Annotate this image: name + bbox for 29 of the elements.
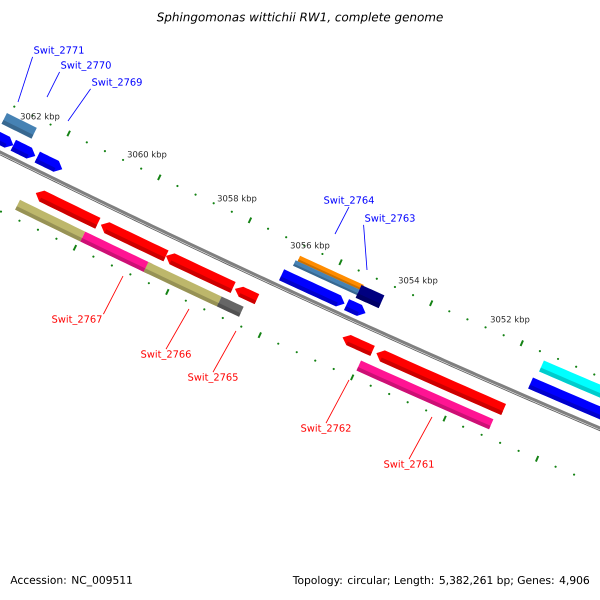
- leader-line: [334, 206, 350, 234]
- gene-label: Swit_2765: [188, 373, 238, 383]
- scale-label: 3062 kbp: [20, 112, 60, 122]
- leader-line: [68, 88, 91, 122]
- footer-text: Accession: NC_009511: [10, 576, 132, 586]
- leader-line: [46, 71, 60, 98]
- gene-label: Swit_2771: [34, 46, 84, 56]
- footer-text: Topology: circular; Length: 5,382,261 bp; Genes: 4,906: [292, 576, 590, 586]
- gene-label: Swit_2762: [301, 424, 350, 434]
- scale-label: 3058 kbp: [218, 194, 256, 204]
- leader-line: [212, 330, 236, 373]
- scale-label: 3060 kbp: [128, 150, 166, 160]
- leader-line: [18, 56, 33, 102]
- gene-label: Swit_2769: [92, 78, 142, 88]
- leader-line: [363, 224, 368, 270]
- leader-line: [326, 380, 350, 424]
- gene-label: Swit_2763: [365, 214, 415, 224]
- gene-label: Swit_2770: [61, 61, 111, 71]
- gene-label: Swit_2764: [324, 196, 374, 206]
- scale-label: 3054 kbp: [398, 276, 438, 286]
- gene-label: Swit_2761: [384, 460, 434, 470]
- leader-line: [166, 308, 190, 350]
- scale-label: 3056 kbp: [290, 242, 330, 250]
- scale-label: 3052 kbp: [490, 316, 530, 324]
- leader-line: [103, 276, 124, 315]
- title: Sphingomonas wittichii RW1, complete genome: [156, 12, 443, 24]
- leader-line: [408, 416, 432, 460]
- gene-label: Swit_2767: [52, 315, 102, 325]
- gene-label: Swit_2766: [141, 350, 191, 360]
